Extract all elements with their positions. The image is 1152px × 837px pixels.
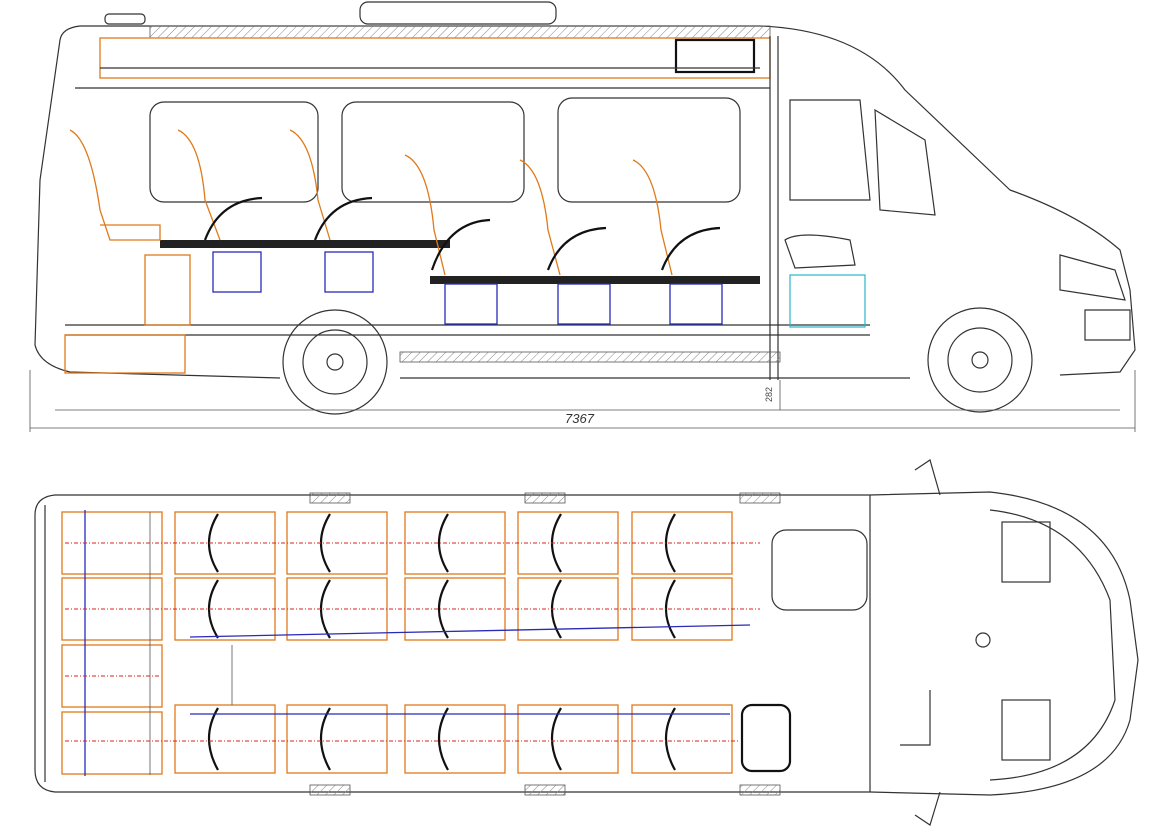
centerlines — [65, 542, 760, 742]
seat-frame — [660, 226, 721, 271]
roof-hatch-strip — [149, 25, 771, 39]
rear-bench — [61, 510, 163, 776]
steering-column — [900, 690, 931, 746]
rear-wheel — [282, 309, 388, 415]
passenger-seat-top — [61, 644, 163, 708]
body-plan-outline — [34, 491, 1139, 796]
door-window — [789, 99, 871, 201]
body-outline-rear — [34, 39, 281, 379]
body-outline-top — [59, 25, 1136, 376]
side-seat — [69, 129, 161, 241]
seat-row-upper — [174, 511, 733, 641]
seat-row-lower — [174, 704, 733, 774]
pillar-hatch — [309, 492, 351, 504]
side-window-3 — [557, 97, 741, 203]
pillar-hatch — [309, 784, 351, 796]
front-bumper — [1084, 309, 1131, 341]
seat-frame — [203, 196, 263, 241]
overhead-display — [674, 38, 756, 74]
roof-vent — [104, 13, 146, 25]
guide-seat — [740, 703, 792, 773]
plan-view — [34, 459, 1139, 826]
driver-seat-top — [771, 529, 868, 611]
grille-upper — [1001, 521, 1051, 583]
ground-clearance-label: 282 — [764, 387, 774, 402]
roof-ac-unit — [359, 1, 557, 25]
pillar-hatch — [739, 492, 781, 504]
side-seat — [177, 129, 221, 241]
grille-lower — [1001, 699, 1051, 761]
seat-backs — [208, 513, 676, 771]
seat-mount — [557, 283, 611, 325]
rear-storage — [64, 334, 186, 374]
side-seat — [519, 159, 561, 276]
side-seats — [69, 129, 723, 325]
front-wheel — [927, 307, 1033, 413]
pillar-hatch — [524, 784, 566, 796]
seat-rail-rear — [430, 276, 760, 284]
side-seat — [632, 159, 673, 276]
overall-length-label: 7367 — [565, 411, 595, 426]
cab-window — [874, 108, 936, 216]
side-window-1 — [149, 101, 319, 203]
pillar-hatch — [739, 784, 781, 796]
mirror-left — [914, 459, 941, 496]
seat-mount — [669, 283, 723, 325]
seat-rail-front — [160, 240, 450, 248]
side-seat — [404, 154, 446, 276]
windscreen — [989, 509, 1116, 781]
seat-frame — [546, 226, 607, 271]
dashboard-knob — [975, 632, 991, 648]
floor-hatch — [399, 351, 781, 363]
seat-frame — [430, 218, 491, 271]
seat-frame — [313, 196, 373, 241]
side-elevation-view: 7367 282 — [29, 1, 1136, 432]
seat-mount — [444, 283, 498, 325]
headlight — [1059, 254, 1126, 301]
pillar-hatch — [524, 492, 566, 504]
side-seat — [289, 129, 331, 241]
seat-mount — [324, 251, 374, 293]
rear-step — [144, 254, 191, 326]
seat-rail-upper — [189, 624, 751, 638]
mirror-right — [914, 791, 941, 826]
driver-seat-side — [784, 234, 856, 269]
overhead-rack — [99, 37, 771, 79]
side-window-2 — [341, 101, 525, 203]
driver-seat-base — [789, 274, 866, 328]
passenger-seat-top — [61, 711, 163, 775]
seat-mount — [212, 251, 262, 293]
